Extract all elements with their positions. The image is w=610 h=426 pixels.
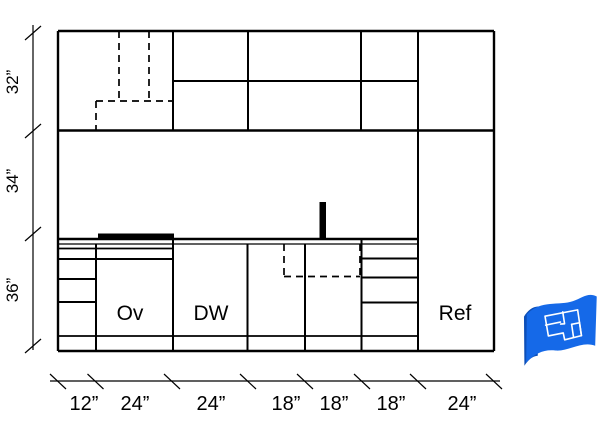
height-dim-32: 32”: [3, 69, 22, 94]
range-hood-duct-dashed-outline: [95, 31, 173, 130]
countertop: [58, 237, 418, 245]
width-dim-24c: 24”: [448, 393, 477, 415]
width-dim-18c: 18”: [377, 393, 406, 415]
width-dim-18a: 18”: [272, 393, 301, 415]
width-dim-24a: 24”: [121, 393, 150, 415]
width-dim-24b: 24”: [197, 393, 226, 415]
width-dim-18b: 18”: [320, 393, 349, 415]
width-dim-12: 12”: [70, 393, 99, 415]
height-dimension-line: [24, 25, 42, 354]
faucet: [319, 202, 326, 239]
dishwasher-label: DW: [194, 302, 229, 325]
upper-cabinets: [56, 29, 496, 351]
width-dimension-line: [49, 373, 503, 390]
cooktop: [98, 233, 174, 238]
blueprint-map-icon[interactable]: [520, 294, 601, 366]
height-dim-34: 34”: [3, 168, 22, 193]
height-dim-36: 36”: [3, 277, 22, 302]
oven-label: Ov: [117, 302, 144, 325]
base-cabinets: [58, 239, 494, 353]
refrigerator-label: Ref: [439, 302, 472, 325]
sink-dashed-outline: [283, 244, 361, 278]
